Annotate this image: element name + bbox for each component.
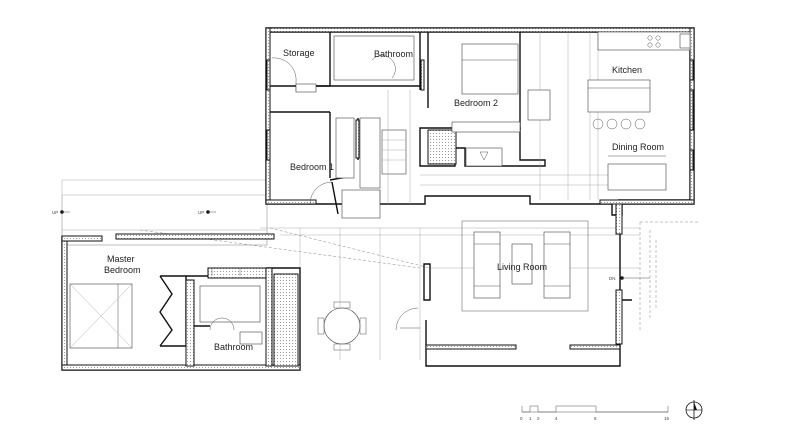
label-bathroom-bottom: Bathroom [214,342,253,352]
scale-bar: 0 1 2 4 8 16 [520,405,670,421]
north-arrow-icon [685,400,703,420]
label-master-line1: Master [107,254,135,264]
label-living-room: Living Room [497,262,547,272]
upper-walls [265,27,695,219]
scale-tick-8: 8 [594,416,597,421]
label-bathroom-top: Bathroom [374,49,413,59]
label-dining-room: Dining Room [612,142,664,152]
lower-walls [61,233,301,371]
marker-up-left: UP [52,210,58,215]
label-kitchen: Kitchen [612,65,642,75]
site-lines [61,179,700,360]
scale-tick-2: 2 [537,416,540,421]
label-bedroom-1: Bedroom 1 [290,162,334,172]
scale-tick-0: 0 [520,416,523,421]
living-area [60,203,650,367]
label-bedroom-2: Bedroom 2 [454,98,498,108]
scale-tick-4: 4 [555,416,558,421]
scale-tick-16: 16 [664,416,670,421]
scale-tick-1: 1 [529,416,532,421]
marker-dn-right: DN [609,276,616,281]
label-master-line2: Bedroom [104,265,141,275]
marker-up-mid: UP [198,210,204,215]
label-storage: Storage [283,48,315,58]
